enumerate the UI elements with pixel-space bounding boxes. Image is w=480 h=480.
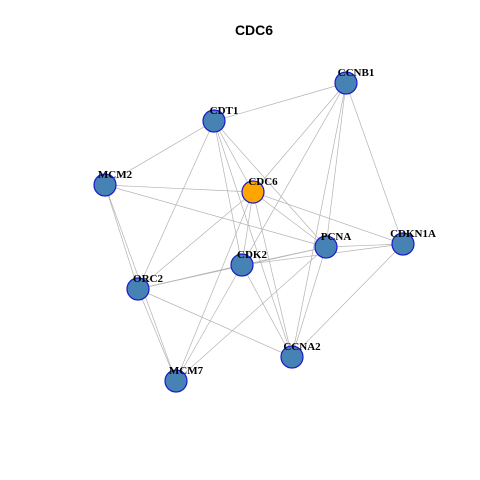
node-pcna[interactable]: PCNA [314,231,352,259]
node-circle-mcm2[interactable] [93,173,117,197]
edge-cdc6-mcm7 [175,191,254,382]
edge-ccnb1-cdc6 [252,82,347,193]
node-label-orc2: ORC2 [133,273,163,285]
node-label-cdk2: CDK2 [237,249,267,261]
edge-cdt1-ccna2 [213,120,293,358]
edge-pcna-ccna2 [291,246,327,358]
node-circle-cdkn1a[interactable] [391,232,415,256]
edges-layer [104,82,404,382]
node-label-mcm7: MCM7 [169,365,204,377]
node-ccna2[interactable]: CCNA2 [280,341,321,369]
edge-cdc6-cdkn1a [252,191,404,245]
node-label-pcna: PCNA [321,231,352,243]
node-label-mcm2: MCM2 [98,169,133,181]
node-label-cdc6: CDC6 [248,176,278,188]
edge-cdc6-ccna2 [252,191,293,358]
node-cdk2[interactable]: CDK2 [230,249,267,277]
edge-pcna-cdkn1a [325,243,404,248]
node-circle-pcna[interactable] [314,235,338,259]
edge-cdk2-orc2 [137,264,243,290]
edge-orc2-ccna2 [137,288,293,358]
node-mcm2[interactable]: MCM2 [93,169,133,197]
edge-ccnb1-cdk2 [241,82,347,266]
edge-ccnb1-cdkn1a [345,82,404,245]
edge-pcna-mcm7 [175,246,327,382]
node-cdt1[interactable]: CDT1 [202,105,239,133]
node-label-cdkn1a: CDKN1A [390,228,436,240]
edge-cdc6-orc2 [137,191,254,290]
edge-cdt1-mcm2 [104,120,215,186]
edge-ccnb1-ccna2 [291,82,347,358]
edge-cdt1-cdk2 [213,120,243,266]
node-ccnb1[interactable]: CCNB1 [334,67,375,95]
edge-mcm2-cdc6 [104,184,254,193]
node-circle-cdt1[interactable] [202,109,226,133]
node-circle-ccna2[interactable] [280,345,304,369]
node-orc2[interactable]: ORC2 [126,273,163,301]
node-cdc6[interactable]: CDC6 [241,176,278,204]
edge-cdc6-pcna [252,191,327,248]
node-circle-cdc6[interactable] [241,180,265,204]
edge-ccnb1-pcna [325,82,347,248]
node-circle-mcm7[interactable] [164,369,188,393]
node-circle-orc2[interactable] [126,277,150,301]
graph-title: CDC6 [235,22,273,38]
node-circle-cdk2[interactable] [230,253,254,277]
edge-cdt1-pcna [213,120,327,248]
edge-orc2-mcm7 [137,288,177,382]
node-circle-ccnb1[interactable] [334,71,358,95]
edge-cdk2-mcm7 [175,264,243,382]
node-label-cdt1: CDT1 [210,105,239,117]
node-label-ccna2: CCNA2 [283,341,321,353]
edge-mcm2-pcna [104,184,327,248]
node-cdkn1a[interactable]: CDKN1A [390,228,436,256]
edge-mcm2-orc2 [104,184,139,290]
node-label-ccnb1: CCNB1 [338,67,375,79]
edge-cdc6-cdk2 [241,191,254,266]
edge-ccnb1-cdt1 [213,82,347,122]
edge-cdkn1a-ccna2 [291,243,404,358]
edge-cdk2-ccna2 [241,264,293,358]
edge-cdt1-cdc6 [213,120,254,193]
node-mcm7[interactable]: MCM7 [164,365,204,393]
